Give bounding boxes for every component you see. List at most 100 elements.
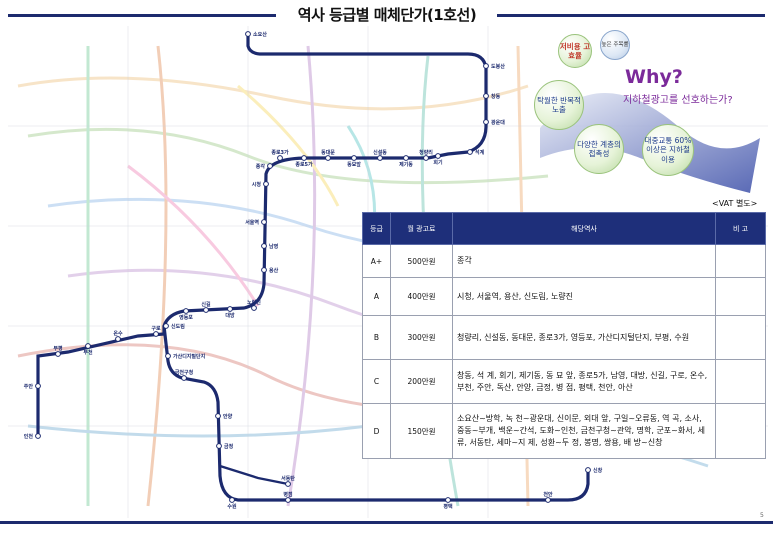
station-marker: 신도림 [163,323,185,330]
cell-stations: 청량리, 신설동, 동대문, 종로3가, 영등포, 가산디지털단지, 부평, 수… [452,315,716,360]
cell-grade: C [362,359,391,404]
station-dot [251,305,257,311]
station-label: 인천 [24,433,34,440]
station-dot [483,119,489,125]
station-label: 동대문 [321,149,335,156]
station-dot [263,181,269,187]
station-label: 노량진 [247,299,261,306]
station-label: 창동 [491,93,501,100]
station-dot [163,323,169,329]
station-marker: 동대문 [321,149,335,161]
station-dot [183,308,189,314]
why-bubble-exposure: 탁월한 반복적 노출 [534,80,584,130]
header-price: 월 광고료 [390,212,453,245]
cell-price: 150만원 [390,403,453,459]
station-marker: 신창 [585,467,603,474]
station-marker: 서동탄 [281,475,295,487]
station-dot [261,267,267,273]
station-label: 석계 [475,149,485,156]
station-dot [445,497,451,503]
station-dot [35,383,41,389]
title-rule-right [497,14,765,17]
station-marker: 청량리 [419,149,433,161]
station-marker: 대방 [225,306,235,319]
station-label: 온수 [113,330,123,337]
station-marker: 용산 [261,267,279,274]
station-dot [85,343,91,349]
station-label: 회기 [433,159,443,166]
station-marker: 안양 [215,413,233,420]
station-marker: 천안 [543,491,553,503]
why-bubble-usage: 대중교통 60% 이상은 지하철 이용 [642,124,694,176]
station-dot [203,307,209,313]
station-label: 신창 [593,467,603,474]
table-row: A 400만원 시청, 서울역, 용산, 신도림, 노량진 [362,277,766,316]
station-label: 종로5가 [295,161,313,168]
station-label: 안양 [223,413,233,420]
station-marker: 광운대 [483,119,505,126]
station-marker: 병점 [283,491,293,503]
station-label: 청량리 [419,149,433,156]
cell-note [715,403,766,459]
bottom-rule [0,521,773,524]
station-label: 신도림 [171,323,185,330]
price-table: 등급 월 광고료 해당역사 비 고 A+ 500만원 종각 A 400만원 시청… [362,212,766,459]
station-marker: 인천 [24,433,41,440]
station-label: 병점 [283,491,293,498]
title-bar: 역사 등급별 매체단가(1호선) [0,4,773,26]
station-dot [215,413,221,419]
station-label: 부평 [53,345,63,352]
station-label: 천안 [543,491,553,498]
station-dot [153,331,159,337]
station-label: 신설동 [373,149,387,156]
station-marker: 부천 [83,343,93,356]
station-label: 서동탄 [281,475,295,482]
station-marker: 온수 [113,330,123,342]
station-marker: 남영 [261,243,279,250]
table-header-row: 등급 월 광고료 해당역사 비 고 [362,212,766,245]
station-label: 수원 [227,503,237,510]
line1-main [36,32,488,438]
why-title: Why? [625,66,683,88]
station-markers: 소요산도봉산창동광운대석계회기청량리제기동신설동동묘앞동대문종로5가종로3가종각… [24,31,603,510]
station-dot [277,155,283,161]
station-marker: 부평 [53,345,63,357]
cell-stations: 시청, 서울역, 용산, 신도림, 노량진 [452,277,716,316]
cell-price: 200만원 [390,359,453,404]
station-label: 도봉산 [491,63,505,70]
station-marker: 구로 [151,325,161,337]
station-dot [245,31,251,37]
station-marker: 금정 [216,443,234,450]
why-bubble-contact: 다양한 계층의 접촉성 [574,124,624,174]
station-dot [403,155,409,161]
station-dot [285,497,291,503]
station-marker: 신길 [201,301,211,313]
station-dot [585,467,591,473]
station-marker: 수원 [227,497,237,510]
station-dot [35,433,41,439]
cell-grade: D [362,403,391,459]
cell-stations: 종각 [452,244,716,278]
station-dot [325,155,331,161]
cell-grade: B [362,315,391,360]
cell-note [715,244,766,278]
station-marker: 종각 [256,163,273,170]
station-dot [115,336,121,342]
station-marker: 종로3가 [271,149,289,161]
cell-note [715,277,766,316]
page-title: 역사 등급별 매체단가(1호선) [297,6,477,24]
cell-note [715,315,766,360]
table-row: D 150만원 소요산~방학, 녹 천~광운대, 신이문, 외대 앞, 구일~오… [362,403,766,459]
station-label: 주안 [24,383,34,390]
station-label: 신길 [201,301,211,308]
station-marker: 주안 [24,383,41,390]
station-dot [165,353,171,359]
why-bubble-attention: 높은 주목률 [600,30,630,60]
table-row: A+ 500만원 종각 [362,244,766,278]
station-marker: 금천구청 [175,369,194,381]
station-dot [377,155,383,161]
vat-note: <VAT 별도> [712,199,758,208]
station-dot [267,163,273,169]
cell-price: 400만원 [390,277,453,316]
why-bubble-cost: 저비용 고효율 [558,34,592,68]
